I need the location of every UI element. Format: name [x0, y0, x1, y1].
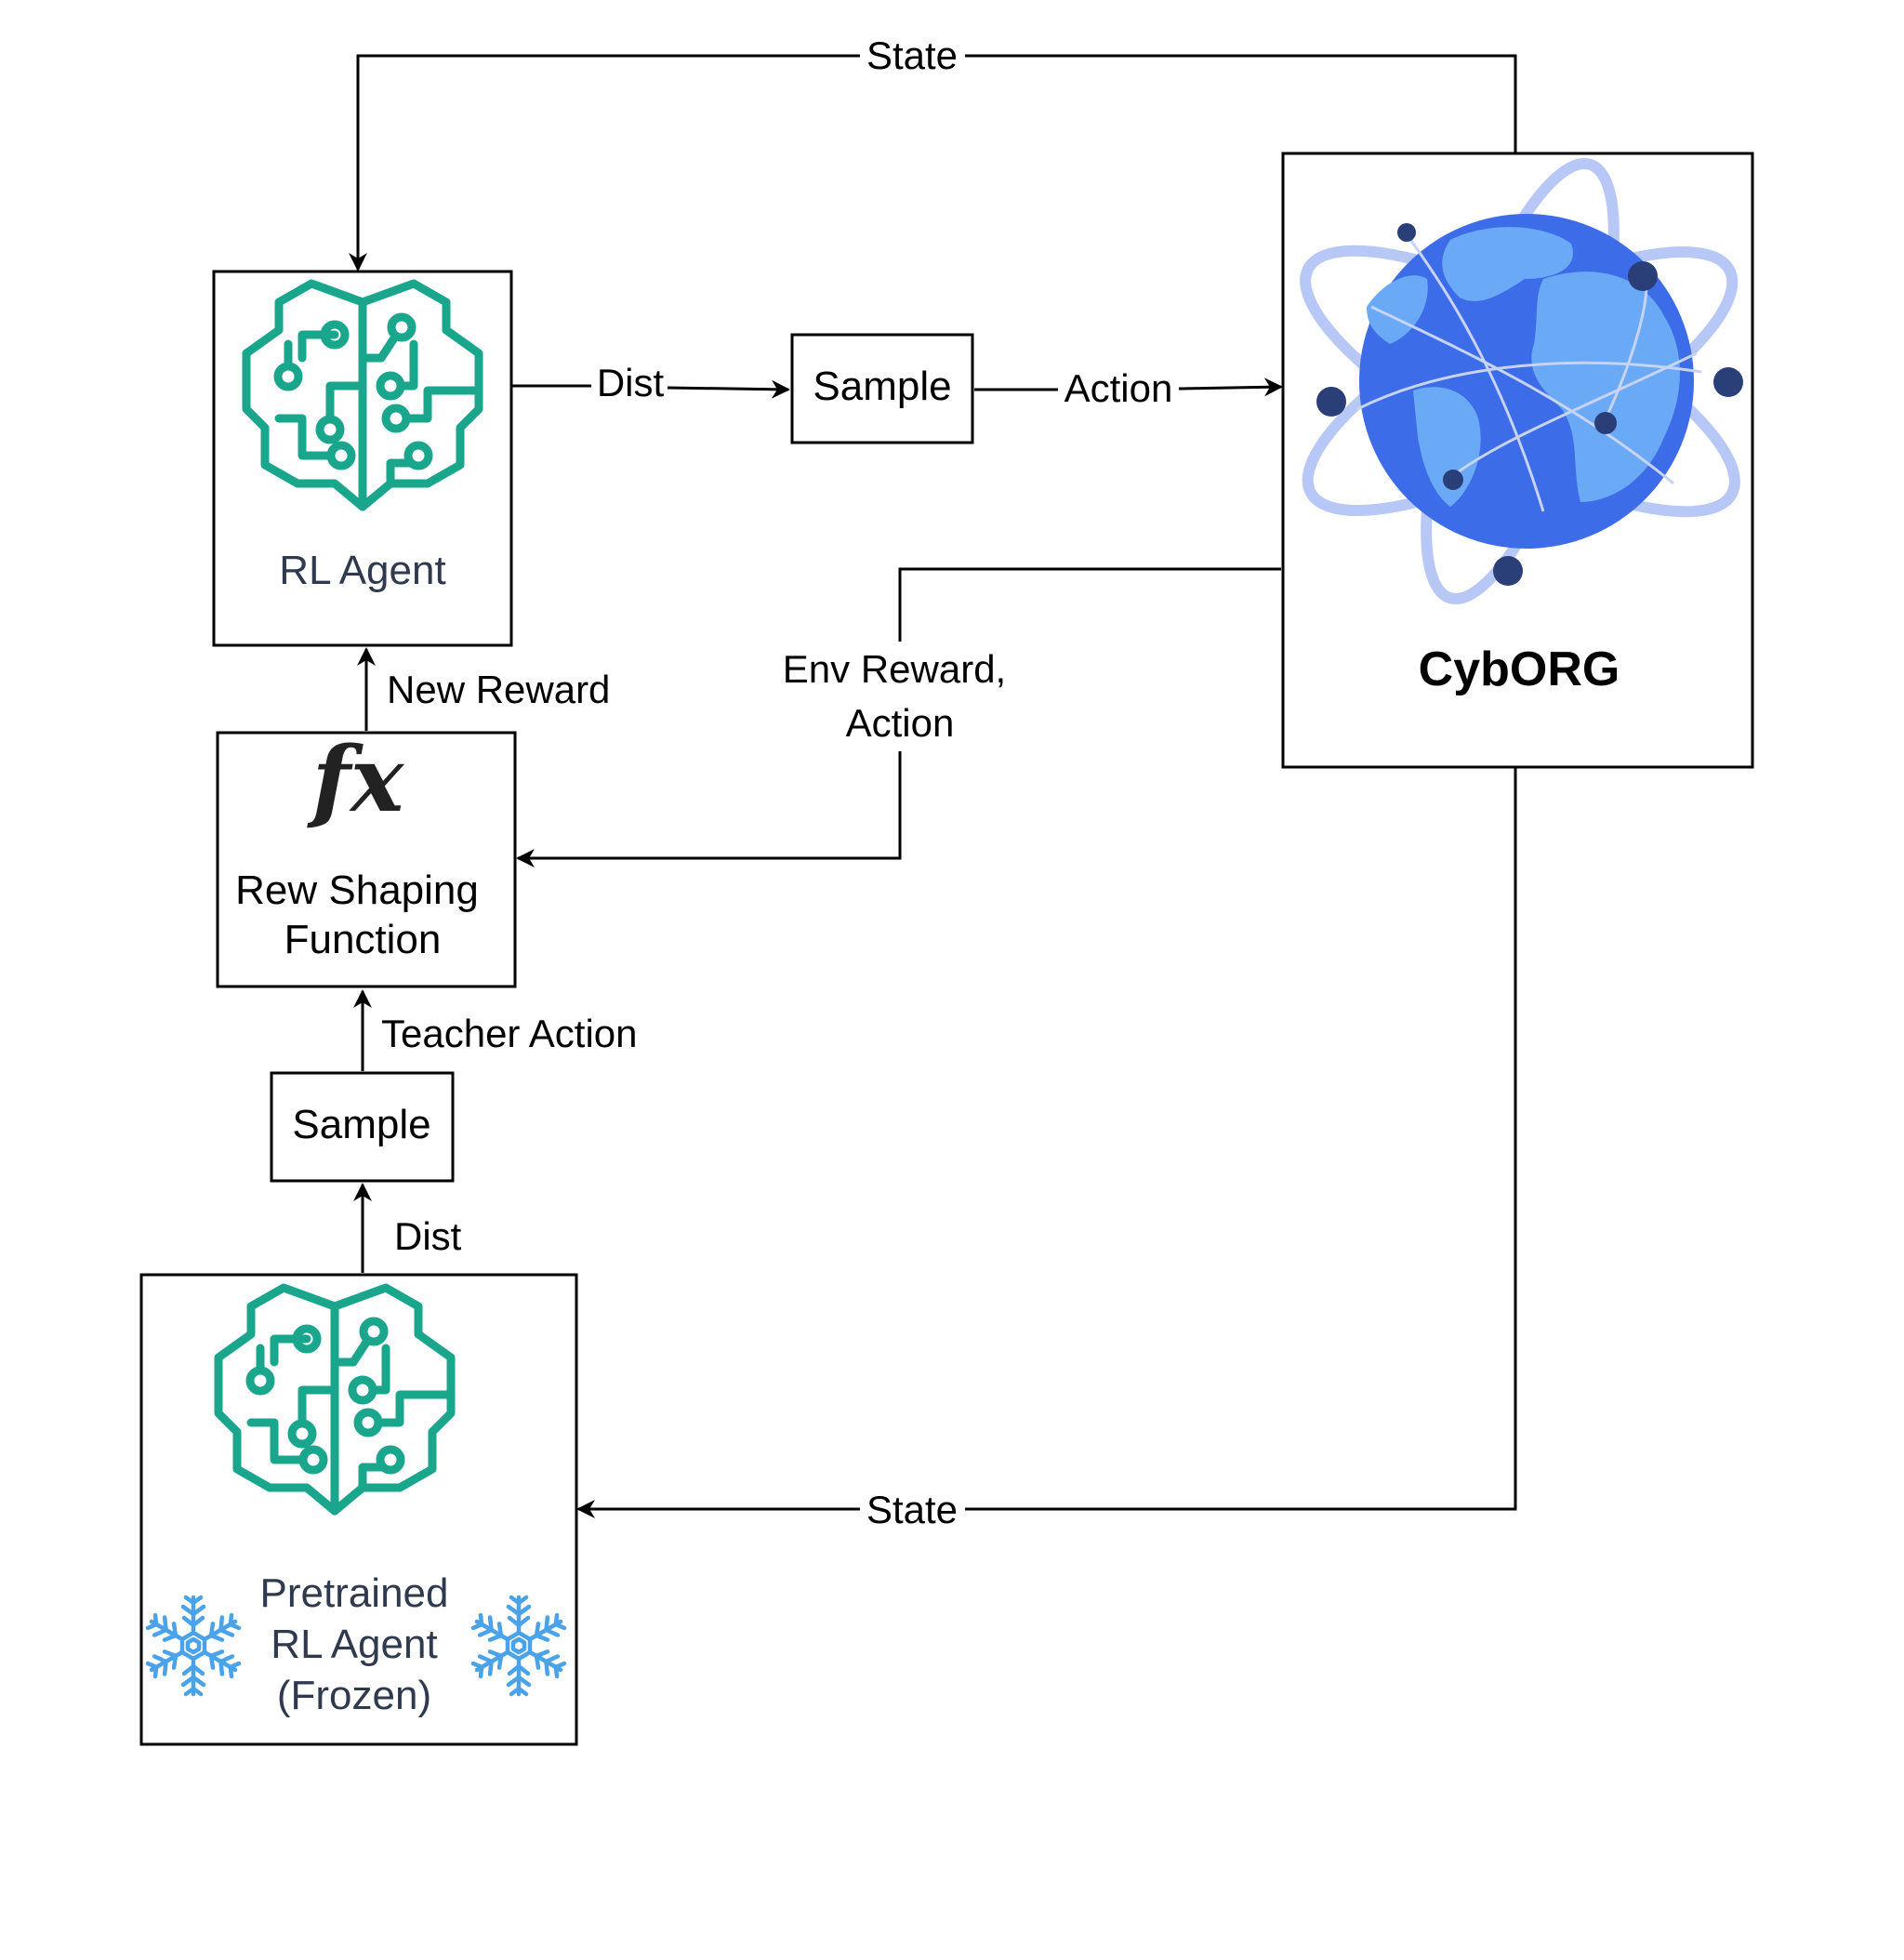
- edge-state-top: State: [349, 33, 1517, 271]
- sample-top-label: Sample: [813, 364, 951, 409]
- node-sample-bottom: Sample: [270, 1071, 455, 1183]
- node-sample-top: Sample: [790, 333, 974, 444]
- globe-network-icon: [1300, 157, 1743, 605]
- sample-bottom-label: Sample: [292, 1102, 430, 1147]
- edge-label-env-reward-line2: Action: [846, 701, 955, 745]
- svg-text:fx: fx: [307, 727, 405, 832]
- node-rew-shaping: fx Rew Shaping Function: [216, 727, 517, 988]
- edge-label-state-bottom: State: [866, 1488, 958, 1531]
- node-pretrained-agent: Pretrained RL Agent (Frozen): [139, 1273, 578, 1746]
- edge-label-state-top: State: [866, 33, 958, 77]
- node-cyborg: CybORG: [1281, 152, 1754, 769]
- edge-teacher-action: Teacher Action: [353, 989, 638, 1071]
- edge-label-new-reward: New Reward: [387, 668, 610, 711]
- edge-env-reward: Env Reward, Action: [516, 567, 1281, 867]
- edge-dist-top: Dist: [512, 361, 790, 404]
- edge-dist-bottom: Dist: [353, 1183, 462, 1273]
- pretrained-label-line2: RL Agent: [271, 1622, 437, 1667]
- edge-label-action: Action: [1064, 366, 1173, 410]
- edge-label-teacher-action: Teacher Action: [381, 1012, 638, 1055]
- edge-label-env-reward-line1: Env Reward,: [783, 647, 1006, 691]
- node-rl-agent: RL Agent: [212, 270, 513, 647]
- rew-shaping-label-line1: Rew Shaping: [235, 867, 479, 913]
- edge-new-reward: New Reward: [357, 647, 610, 731]
- pretrained-label-line3: (Frozen): [277, 1673, 431, 1718]
- edge-state-bottom: State: [576, 768, 1517, 1531]
- edge-action: Action: [974, 366, 1283, 410]
- pretrained-label-line1: Pretrained: [259, 1570, 448, 1616]
- rl-agent-label: RL Agent: [279, 548, 445, 593]
- edge-label-dist-bottom: Dist: [394, 1214, 462, 1258]
- rew-shaping-label-line2: Function: [284, 917, 442, 962]
- edge-label-dist-top: Dist: [597, 361, 665, 404]
- cyborg-label: CybORG: [1419, 642, 1620, 696]
- fx-icon: fx: [307, 727, 405, 832]
